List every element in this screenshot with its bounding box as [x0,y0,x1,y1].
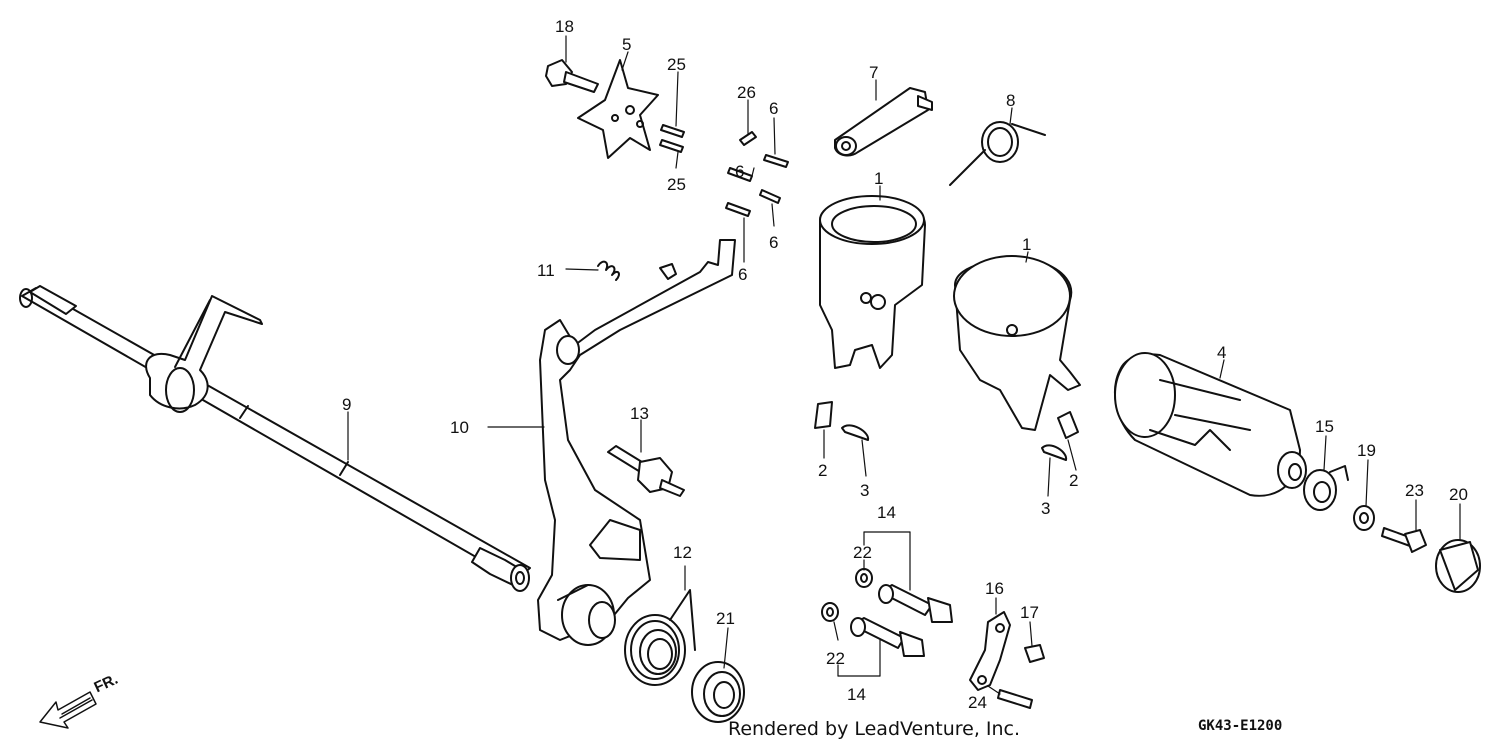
callout-1-left: 1 [874,169,884,188]
callout-17: 17 [1020,603,1039,622]
stopper-arm [834,87,933,157]
washers-22 [821,568,873,622]
guide-pin-right [1057,411,1079,439]
callout-9: 9 [342,395,352,414]
collar-bolt-lower [850,617,925,657]
bolt-18 [545,59,599,93]
callout-24: 24 [968,693,987,712]
front-arrow-icon [39,691,97,729]
callout-10: 10 [450,418,469,437]
shift-fork-right [953,255,1081,431]
dowel-pins-25 [659,124,685,153]
callout-25-top: 25 [667,55,686,74]
shift-arm [537,239,736,646]
callout-19: 19 [1357,441,1376,460]
callout-6-d: 6 [738,265,748,284]
callout-26: 26 [737,83,756,102]
bracket-plate [969,611,1011,691]
callout-14-top: 14 [877,503,896,522]
callout-6-a: 6 [769,99,779,118]
cotter-pin-right [1041,444,1068,461]
callout-22-top: 22 [853,543,872,562]
nut-17 [1024,644,1045,663]
collar-bolt-upper [878,584,953,623]
guide-pin-left [814,401,833,429]
shift-fork-left [819,195,926,369]
bolt-24 [997,689,1033,709]
callout-18: 18 [555,17,574,36]
callout-14-bottom: 14 [847,685,866,704]
callout-13: 13 [630,404,649,423]
shift-drum [1114,352,1307,497]
cotter-pin-left [841,424,870,441]
callout-6-c: 6 [769,233,779,252]
leader-lines [347,35,1461,695]
bolt-23 [1381,527,1427,553]
callout-16: 16 [985,579,1004,598]
callout-12: 12 [673,543,692,562]
callout-25-bottom: 25 [667,175,686,194]
callout-1-right: 1 [1022,235,1032,254]
drum-bearing [1303,465,1349,511]
callout-4: 4 [1217,343,1227,362]
callout-22-bottom: 22 [826,649,845,668]
callout-20: 20 [1449,485,1468,504]
render-credit: Rendered by LeadVenture, Inc. [728,718,1021,740]
drum-stopper-plate [577,59,659,159]
shift-spindle-shaft [19,285,531,592]
oil-seal [691,661,745,723]
washer-19 [1353,505,1375,531]
callout-11: 11 [537,261,555,280]
callout-5: 5 [622,35,632,54]
callout-8: 8 [1006,91,1016,110]
dowel-pins-6 [725,131,789,217]
stopper-spring [949,121,1046,186]
callout-23: 23 [1405,481,1424,500]
callout-6-b: 6 [735,162,745,181]
callout-3-right: 3 [1041,499,1051,518]
diagram-code: GK43-E1200 [1198,718,1283,734]
callout-2-left: 2 [818,461,828,480]
callout-7: 7 [869,63,879,82]
callout-21: 21 [716,609,735,628]
stopper-bolt [607,445,685,497]
shift-return-spring [624,589,696,686]
callout-15: 15 [1315,417,1334,436]
callout-2-right: 2 [1069,471,1079,490]
callout-3-left: 3 [860,481,870,500]
return-spring-small [597,260,620,281]
drum-cap [1435,539,1481,593]
